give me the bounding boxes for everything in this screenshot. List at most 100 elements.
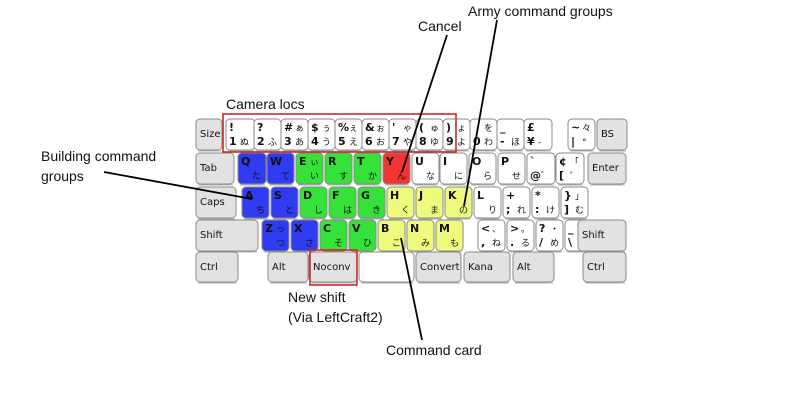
key-convert: Convert — [415, 251, 462, 284]
key-cap-rctrl — [582, 251, 627, 283]
key-cap-h — [386, 186, 415, 219]
key-kana-small-8: ゅ — [430, 124, 439, 134]
key-kana-w: て — [281, 172, 290, 182]
key-cap-l — [473, 186, 502, 219]
key-enter: Enter — [587, 152, 627, 186]
key-letter-m: M — [439, 222, 450, 235]
key-n: Nみ — [406, 219, 435, 253]
key-kana-r: す — [339, 171, 348, 182]
key-cap-e — [295, 152, 324, 185]
key-label-tab: Tab — [199, 163, 217, 174]
key-k: Kの — [444, 186, 473, 220]
key-top-3: # — [284, 121, 293, 134]
key-3: #3ぁあ — [280, 118, 309, 152]
key-semi: +;れ — [502, 186, 531, 220]
key-cap-ralt — [512, 251, 555, 283]
key-top-colon: * — [535, 189, 541, 202]
key-letter-g: G — [361, 189, 370, 202]
key-letter-i: I — [443, 155, 447, 168]
key-cap-a — [241, 186, 270, 219]
key-letter-k: K — [448, 189, 457, 202]
label-building-line1: Building command — [41, 148, 157, 164]
key-5: %5ぇえ — [334, 118, 363, 152]
key-label-enter: Enter — [592, 163, 620, 174]
key-kana-u: な — [426, 171, 435, 182]
key-kana-o: ら — [483, 171, 492, 182]
key-label-size: Size — [200, 129, 221, 140]
key-0: 0をわ — [469, 118, 498, 152]
key-kana-e: い — [310, 172, 319, 182]
label-new-shift-line1: New shift — [288, 289, 346, 305]
key-kana-1: ぬ — [240, 137, 249, 148]
key-cap-eq — [523, 118, 553, 151]
key-kana-period: る — [521, 238, 530, 249]
key-top-6: & — [365, 121, 375, 134]
key-cap-rbrk — [560, 186, 589, 219]
key-cap-m — [435, 219, 464, 252]
key-t: Tか — [353, 152, 382, 186]
key-low-bslash: \ — [568, 236, 573, 249]
key-letter-s: S — [274, 189, 282, 202]
key-kana-colon: け — [546, 205, 555, 216]
key-cap-w — [266, 152, 295, 185]
key-low-9: 9 — [446, 135, 454, 148]
key-cap-brk — [555, 152, 585, 185]
label-building-command-groups: Building command groups — [41, 146, 156, 186]
key-cap-period — [506, 219, 535, 252]
key-label-rctrl: Ctrl — [587, 262, 605, 273]
key-cap-lshift — [195, 219, 259, 252]
key-top-9: ) — [446, 121, 451, 134]
key-g: Gき — [357, 186, 386, 220]
key-kana-a: ち — [256, 205, 265, 216]
key-low-tilde: | — [571, 135, 575, 148]
key-label-lshift: Shift — [200, 230, 223, 241]
key-rctrl: Ctrl — [582, 251, 627, 284]
key-cap-g — [357, 186, 386, 219]
key-top-7: ' — [392, 121, 395, 134]
key-cap-rshift — [577, 219, 627, 252]
key-cap-t — [353, 152, 382, 185]
key-top-slash: ? — [539, 222, 545, 235]
key-noconv: Noconv — [308, 251, 358, 284]
key-cap-kana — [463, 251, 511, 283]
key-4: $4ぅう — [307, 118, 336, 152]
key-letter-u: U — [415, 155, 424, 168]
key-kana-6: お — [376, 137, 385, 148]
key-low-semi: ; — [506, 203, 510, 216]
key-7: '7ゃや — [388, 118, 417, 152]
key-label-caps: Caps — [200, 197, 225, 208]
key-top-at: ` — [530, 155, 536, 168]
key-kana-semi: れ — [517, 205, 526, 216]
key-letter-b: B — [381, 222, 389, 235]
key-kana: Kana — [463, 251, 511, 284]
key-top-2: ? — [257, 121, 263, 134]
key-kana-d: し — [314, 205, 323, 216]
key-top-4: $ — [311, 121, 319, 134]
key-top-5: % — [338, 121, 349, 134]
key-kana-rbrk: む — [575, 205, 584, 216]
key-label-ralt: Alt — [517, 262, 531, 273]
key-kana-small-period: 。 — [521, 225, 530, 235]
label-new-shift-line2: (Via LeftCraft2) — [288, 309, 383, 325]
key-kana-comma: ね — [492, 238, 501, 249]
key-kana-small-slash: ・ — [550, 225, 559, 235]
key-kana-j: ま — [430, 205, 439, 216]
key-label-lalt: Alt — [272, 262, 286, 273]
key-cap-v — [348, 219, 377, 252]
key-tilde: ~|々° — [567, 118, 596, 152]
key-cap-enter — [587, 152, 627, 185]
key-s: Sと — [270, 186, 299, 220]
key-v: Vひ — [348, 219, 377, 253]
key-kana-9: よ — [457, 137, 466, 148]
key-letter-h: H — [390, 189, 399, 202]
key-kana-eq: - — [538, 138, 541, 148]
key-kana-small-4: ぅ — [322, 124, 331, 134]
key-colon: *:け — [531, 186, 560, 220]
key-eq: £¥- — [523, 118, 553, 152]
key-6: &6ぉお — [361, 118, 390, 152]
new-shift-highlight-box — [309, 249, 358, 286]
